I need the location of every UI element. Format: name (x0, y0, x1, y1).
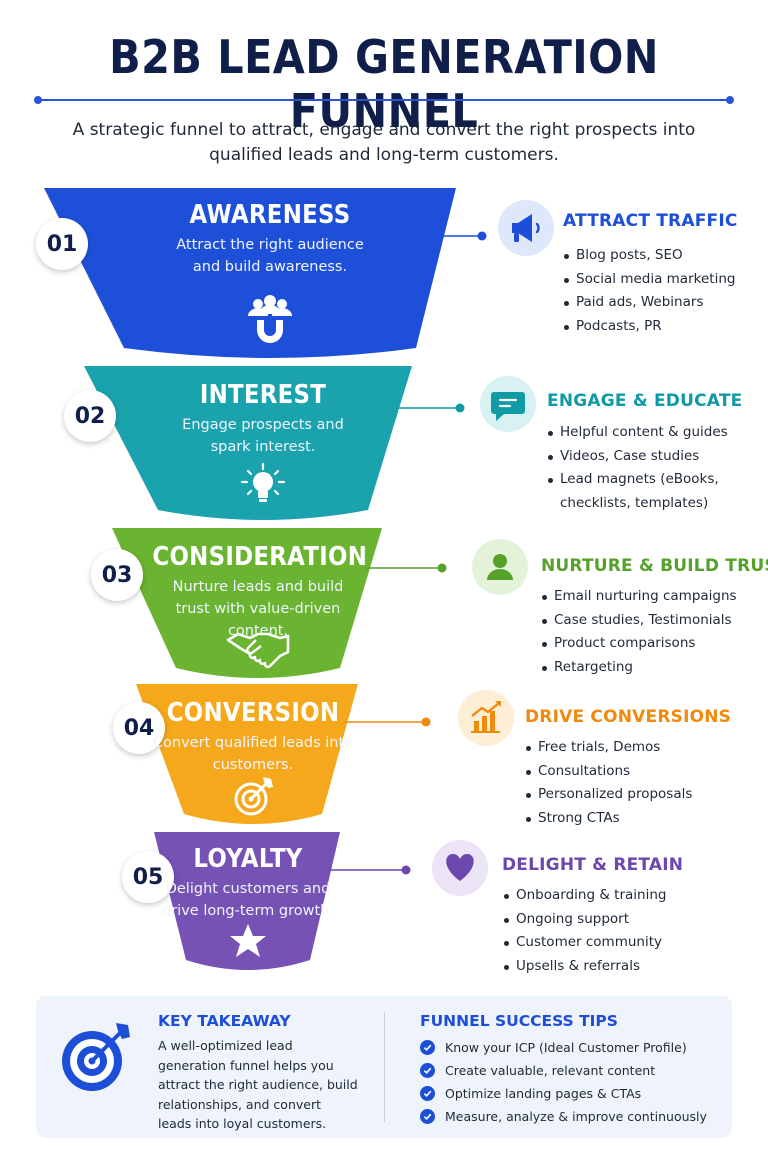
page-subtitle: A strategic funnel to attract, engage an… (72, 120, 696, 165)
side-bullet-item: Paid ads, Webinars (562, 291, 760, 315)
title-underline (34, 96, 734, 104)
stage-title: LOYALTY (193, 844, 303, 874)
side-heading: NURTURE & BUILD TRUST (541, 556, 768, 576)
side-bullet-item: Lead magnets (eBooks, checklists, templa… (546, 468, 760, 515)
tip-item: Know your ICP (Ideal Customer Profile) (420, 1036, 707, 1059)
side-bullet-item: Social media marketing (562, 268, 760, 292)
side-bullet-item: Free trials, Demos (524, 736, 760, 760)
side-bullet-item: Retargeting (540, 656, 760, 680)
side-bullet-item: Strong CTAs (524, 807, 760, 831)
heart-icon (446, 854, 474, 881)
funnel-stage-band (136, 684, 358, 824)
stage-title: CONSIDERATION (152, 542, 368, 572)
audience-magnet-icon (248, 295, 292, 343)
side-heading: DRIVE CONVERSIONS (525, 707, 732, 727)
side-bullet-item: Email nurturing campaigns (540, 585, 760, 609)
stage-description: Delight customers and drive long-term gr… (162, 881, 334, 919)
lightbulb-icon (240, 462, 286, 502)
stage-label-group: AWARENESS Attract the right audience and … (150, 200, 390, 278)
chat-bubble-icon (491, 392, 525, 421)
stage-description: Nurture leads and build trust with value… (172, 579, 344, 639)
side-bullet-item: Onboarding & training (502, 884, 760, 908)
panel-divider (384, 1012, 385, 1122)
funnel-stage-band (44, 188, 456, 358)
stage-description: Engage prospects and spark interest. (182, 417, 344, 455)
megaphone-icon (512, 214, 540, 242)
target-icon (234, 777, 273, 816)
stage-number-badge: 01 (36, 218, 88, 270)
stage-number-badge: 05 (122, 851, 174, 903)
tip-item: Optimize landing pages & CTAs (420, 1082, 707, 1105)
stage-number-badge: 03 (91, 549, 143, 601)
tips-list: Know your ICP (Ideal Customer Profile) C… (420, 1036, 707, 1128)
side-bullet-item: Videos, Case studies (546, 445, 760, 469)
growth-chart-icon (471, 701, 501, 733)
side-heading: ENGAGE & EDUCATE (547, 391, 743, 411)
stage-title: CONVERSION (166, 698, 340, 728)
tip-text: Measure, analyze & improve continuously (445, 1109, 707, 1124)
side-bullet-item: Personalized proposals (524, 783, 760, 807)
key-takeaway-text: A well-optimized lead generation funnel … (158, 1038, 358, 1131)
side-bullet-item: Upsells & referrals (502, 955, 760, 979)
checkmark-icon (420, 1109, 435, 1124)
connector-dot (437, 563, 447, 573)
tips-title: FUNNEL SUCCESS TIPS (420, 1012, 618, 1030)
funnel-graphic (44, 188, 554, 970)
tip-item: Measure, analyze & improve continuously (420, 1105, 707, 1128)
connector-dot (477, 231, 487, 241)
side-bullet-item: Consultations (524, 760, 760, 784)
checkmark-icon (420, 1086, 435, 1101)
side-bullet-item: Product comparisons (540, 632, 760, 656)
connector-dot (421, 717, 431, 727)
stage-number-badge: 04 (113, 702, 165, 754)
stage-label-group: LOYALTY Delight customers and drive long-… (128, 844, 368, 922)
stage-label-group: CONVERSION Convert qualified leads into c… (133, 698, 373, 776)
side-heading: DELIGHT & RETAIN (502, 855, 684, 875)
side-bullet-item: Ongoing support (502, 908, 760, 932)
stage-title: AWARENESS (189, 200, 351, 230)
funnel-stage-band (84, 366, 412, 520)
page-title: B2B LEAD GENERATION FUNNEL (109, 30, 659, 138)
stage-number-badge: 02 (64, 390, 116, 442)
handshake-icon (226, 632, 290, 669)
side-heading: ATTRACT TRAFFIC (563, 211, 738, 231)
connector-dot (455, 403, 465, 413)
connector-dot (401, 865, 411, 875)
funnel-stage-band (112, 528, 382, 678)
stage-label-group: INTEREST Engage prospects and spark inter… (143, 380, 383, 458)
stage-description: Attract the right audience and build awa… (176, 237, 364, 275)
side-bullet-item: Podcasts, PR (562, 315, 760, 339)
funnel-stage-band (154, 832, 340, 970)
tip-text: Know your ICP (Ideal Customer Profile) (445, 1040, 687, 1055)
checkmark-icon (420, 1040, 435, 1055)
star-icon (230, 924, 266, 957)
side-bullet-item: Helpful content & guides (546, 421, 760, 445)
target-arrow-icon (58, 1017, 136, 1099)
person-icon (487, 554, 513, 580)
checkmark-icon (420, 1063, 435, 1078)
side-bullet-item: Blog posts, SEO (562, 244, 760, 268)
stage-label-group: CONSIDERATION Nurture leads and build tru… (138, 542, 378, 642)
tip-text: Optimize landing pages & CTAs (445, 1086, 642, 1101)
tip-item: Create valuable, relevant content (420, 1059, 707, 1082)
side-bullet-item: Customer community (502, 931, 760, 955)
tip-text: Create valuable, relevant content (445, 1063, 656, 1078)
side-bullet-item: Case studies, Testimonials (540, 609, 760, 633)
key-takeaway-title: KEY TAKEAWAY (158, 1012, 291, 1030)
stage-description: Convert qualified leads into customers. (152, 735, 354, 773)
stage-title: INTEREST (199, 380, 327, 410)
